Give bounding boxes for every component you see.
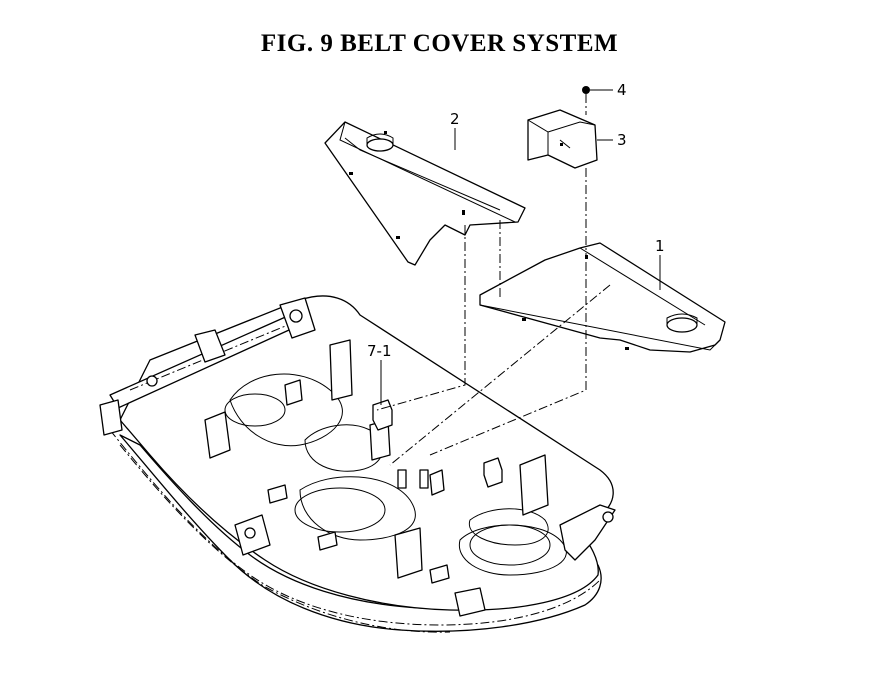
deck-bracket-left <box>204 411 231 459</box>
part-2-left-belt-cover <box>324 121 526 266</box>
leader-lines <box>380 89 661 375</box>
belt-guard-bracket <box>329 339 353 401</box>
part-3-bracket <box>527 109 598 169</box>
spindle-bracket <box>394 527 423 579</box>
assembly-center-lines <box>376 94 611 466</box>
part-4-nut <box>582 86 590 94</box>
belt-guard-bracket-right <box>519 454 549 516</box>
spindle-opening-left <box>224 393 286 427</box>
cover-2-dome <box>366 138 394 152</box>
cover-1-dome <box>666 317 698 333</box>
part-1-right-belt-cover <box>479 242 726 353</box>
callout-2: 2 <box>450 110 460 128</box>
mower-deck <box>99 295 616 633</box>
callout-4: 4 <box>617 81 627 99</box>
callout-3: 3 <box>617 131 627 149</box>
callout-7-1: 7-1 <box>367 342 392 360</box>
callout-1: 1 <box>655 237 665 255</box>
spindle-opening-center <box>294 487 386 533</box>
figure-title: FIG. 9 BELT COVER SYSTEM <box>260 30 619 57</box>
